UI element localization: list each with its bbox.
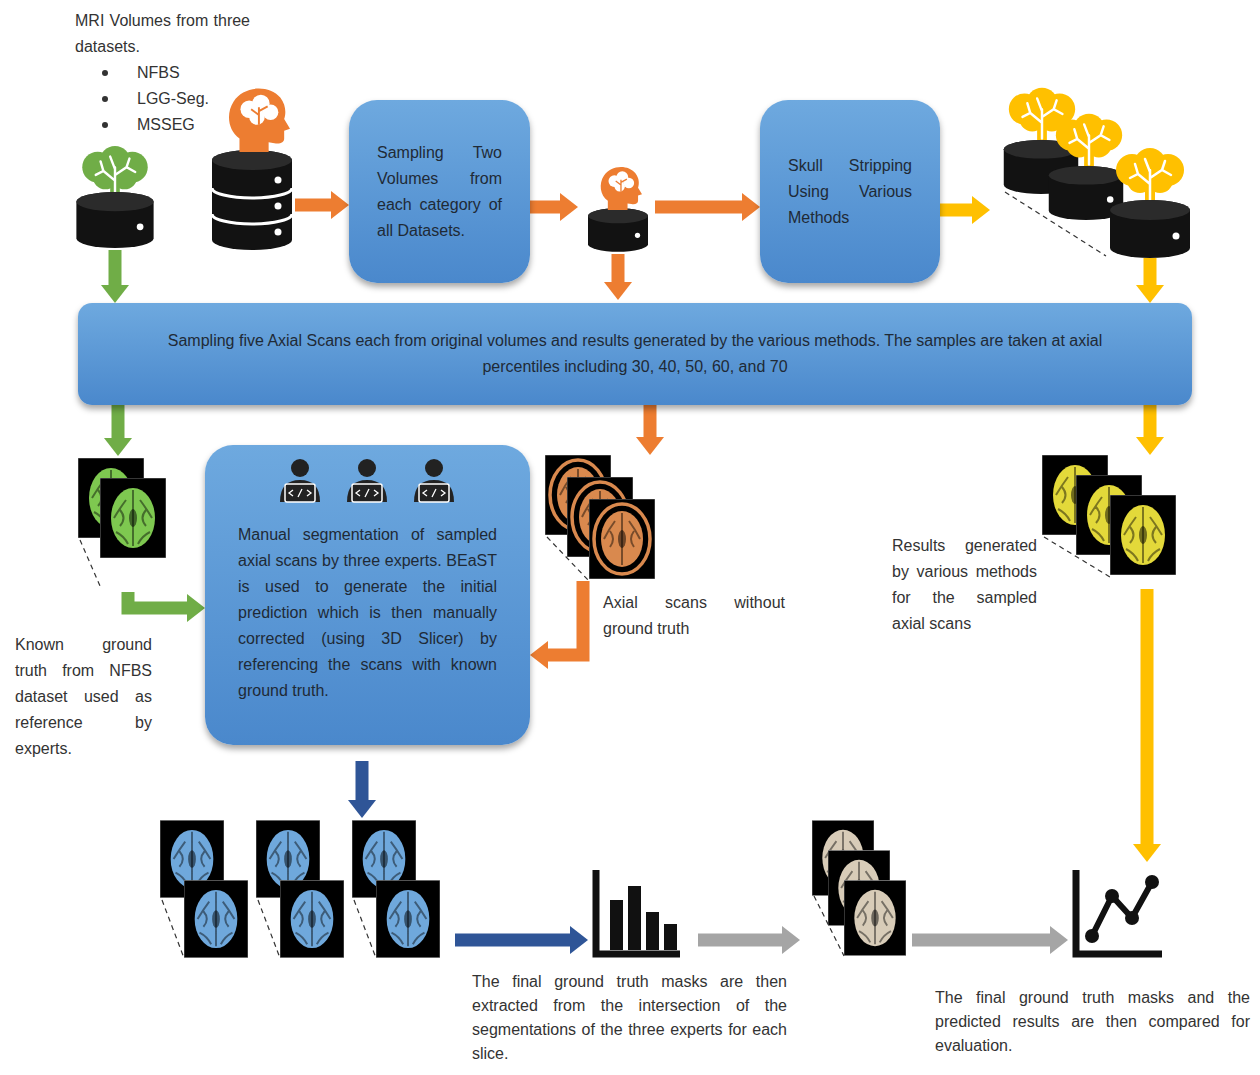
- stack-dash: [354, 900, 376, 958]
- text-group: The final ground truth masks and the pre…: [935, 986, 1250, 1058]
- process-box: Skull Stripping Using Various Methods: [760, 100, 940, 283]
- stack-dash: [258, 900, 280, 958]
- flow-arrow: [530, 201, 742, 214]
- chart-line: [1092, 882, 1152, 936]
- flow-arrow: [1144, 405, 1157, 437]
- chart-dot: [1085, 929, 1099, 943]
- box-text: Sampling Two Volumes from each category …: [377, 140, 502, 244]
- arrow-shaft: [612, 254, 625, 284]
- brain-slice: [184, 880, 248, 958]
- slice-stack: Known ground truth from NFBS dataset use…: [78, 456, 168, 592]
- box-text: Manual segmentation of sampled axial sca…: [238, 522, 497, 704]
- flow-arrow: [698, 934, 1050, 947]
- chart-icon: The final ground truth masks are then ex…: [588, 866, 682, 960]
- list-item: MSSEG: [75, 112, 250, 138]
- caption-text: The final ground truth masks and the pre…: [935, 986, 1250, 1058]
- bullet-dot: [102, 70, 108, 76]
- band-box: Sampling five Axial Scans each from orig…: [78, 303, 1192, 405]
- bullet-dot: [102, 96, 108, 102]
- database-stack-icon: [212, 150, 292, 250]
- brain-slice: [376, 880, 440, 958]
- text-group: Skull Stripping Using Various Methods: [788, 153, 912, 231]
- flow-arrow: [128, 592, 187, 608]
- flow-arrow: [112, 405, 125, 438]
- text-group: Sampling five Axial Scans each from orig…: [138, 328, 1132, 380]
- process-box: Manual segmentation of sampled axial sca…: [205, 445, 530, 745]
- flow-arrow: [644, 405, 657, 437]
- text-group: Results generated by various methods for…: [892, 533, 1037, 637]
- text-group: MRI Volumes from three datasets.NFBSLGG-…: [75, 8, 250, 138]
- stack-dash: [162, 900, 184, 958]
- brain-slice: [1110, 495, 1176, 575]
- chart-axis: [1076, 870, 1162, 954]
- flow-arrow: [1141, 589, 1154, 844]
- brain-slice: [589, 499, 655, 579]
- flow-arrow: [940, 210, 1150, 285]
- text-group: Known ground truth from NFBS dataset use…: [15, 632, 152, 762]
- caption-text: Results generated by various methods for…: [892, 533, 1037, 637]
- chart-bar: [646, 912, 659, 950]
- process-box: Sampling Two Volumes from each category …: [349, 100, 530, 283]
- chart-bar: [628, 886, 641, 950]
- chart-icon: The final ground truth masks and the pre…: [1068, 866, 1164, 960]
- text-group: The final ground truth masks are then ex…: [472, 970, 787, 1066]
- arrow-head: [604, 282, 632, 300]
- brain-slice: [100, 478, 166, 558]
- database-icon: [588, 208, 648, 252]
- caption-text: MRI Volumes from three datasets.: [75, 8, 250, 60]
- caption-text: The final ground truth masks are then ex…: [472, 970, 787, 1066]
- flow-arrow: [109, 250, 122, 285]
- text-group: Sampling Two Volumes from each category …: [377, 140, 502, 244]
- arrow-head: [782, 926, 800, 954]
- arrow-head: [560, 193, 578, 221]
- caption-text: Axial scans without ground truth: [603, 590, 785, 642]
- brain-slice: [280, 880, 344, 958]
- chart-bar: [664, 924, 677, 950]
- head-icon: [601, 167, 642, 210]
- chart-dot: [1105, 889, 1119, 903]
- slice-stack: Axial scans without ground truth: [545, 455, 669, 581]
- brain-slice: [844, 880, 906, 955]
- text-group: Axial scans without ground truth: [603, 590, 785, 642]
- stack-dash: [80, 540, 100, 586]
- list-item: LGG-Seg.: [75, 86, 250, 112]
- flow-arrow: [362, 761, 570, 940]
- dataset-icons: MRI Volumes from three datasets.NFBSLGG-…: [70, 148, 295, 250]
- bullet-dot: [102, 122, 108, 128]
- flow-arrow: [295, 199, 331, 212]
- brain-tree-icon: [82, 146, 147, 198]
- head-icon: [229, 89, 290, 152]
- chart-dot: [1145, 875, 1159, 889]
- text-group: Manual segmentation of sampled axial sca…: [238, 522, 497, 704]
- brain-tree-icon: [1056, 114, 1122, 167]
- database-icon: [76, 192, 153, 248]
- chart-dot: [1125, 911, 1139, 925]
- box-text: Sampling five Axial Scans each from orig…: [138, 328, 1132, 380]
- arrow-head: [348, 800, 376, 818]
- chart-axis: [596, 870, 680, 954]
- box-text: Skull Stripping Using Various Methods: [788, 153, 912, 231]
- slice-stack: Results generated by various methods for…: [1042, 455, 1180, 585]
- list-item: NFBS: [75, 60, 250, 86]
- flow-arrow: [548, 581, 583, 655]
- arrow-head: [972, 196, 990, 224]
- caption-text: Known ground truth from NFBS dataset use…: [15, 632, 152, 762]
- chart-bar: [610, 900, 623, 950]
- brain-tree-icon: [1116, 148, 1184, 202]
- database-icon: [1110, 200, 1190, 258]
